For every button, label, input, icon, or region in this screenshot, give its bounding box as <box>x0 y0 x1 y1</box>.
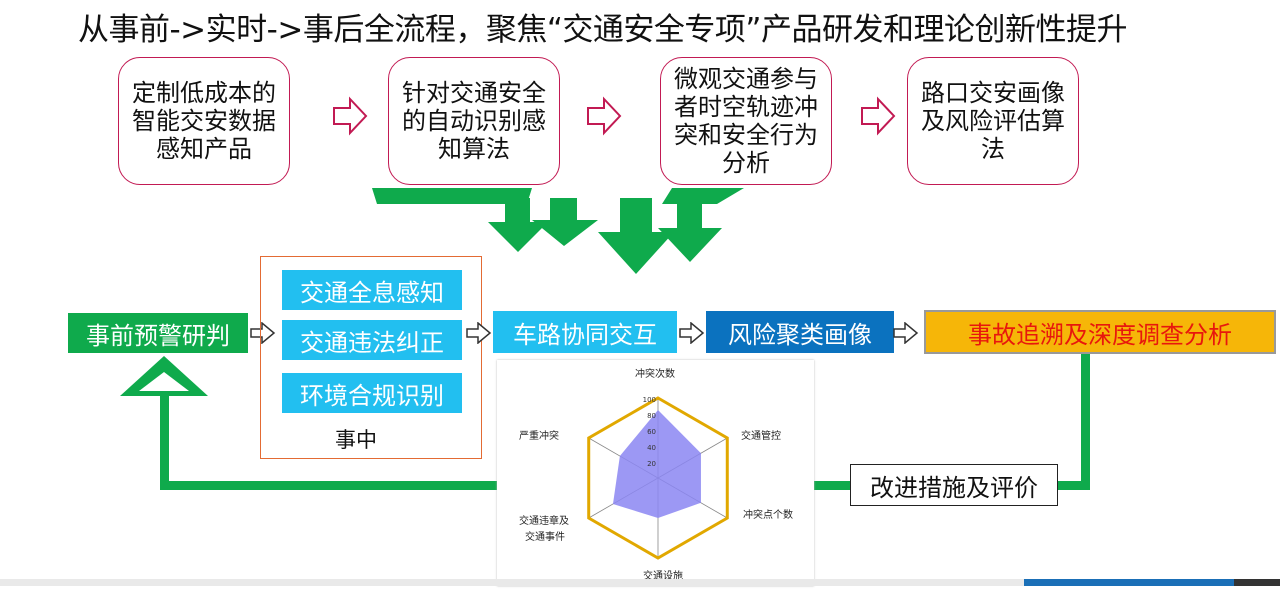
radar-axis-label: 交通管控 <box>741 431 781 442</box>
in-process-frame <box>260 256 482 459</box>
radar-axis-label: 冲突次数 <box>635 369 675 380</box>
radar-chart: 20 40 60 80 100 冲突次数 交通管控 冲突点个数 交通设施 交通违章及 交… <box>497 360 814 586</box>
top-box-sensing-product: 定制低成本的智能交安数据感知产品 <box>118 57 290 185</box>
in-process-label: 事中 <box>335 428 377 452</box>
radar-series-area <box>612 410 701 518</box>
right-arrow-icon <box>679 322 705 344</box>
radar-tick-label: 100 <box>643 396 656 404</box>
right-arrow-icon <box>861 96 896 136</box>
accident-analysis-box: 事故追溯及深度调查分析 <box>924 310 1276 354</box>
radar-axis-label: 冲突点个数 <box>743 510 793 521</box>
radar-axis-label: 交通违章及 <box>519 516 569 527</box>
scrollbar-thumb[interactable] <box>1024 579 1234 586</box>
right-arrow-icon <box>466 322 492 344</box>
scrollbar-end <box>1234 579 1280 586</box>
radar-tick-label: 60 <box>647 428 656 436</box>
holographic-sensing-box: 交通全息感知 <box>280 268 464 312</box>
right-arrow-icon <box>333 96 368 136</box>
radar-tick-label: 80 <box>647 412 656 420</box>
radar-axis-label: 交通设施 <box>643 571 683 582</box>
radar-outer-ring <box>587 396 729 560</box>
top-box-risk-algorithm: 路口交安画像及风险评估算法 <box>907 57 1079 185</box>
right-arrow-icon <box>893 322 919 344</box>
pre-warning-box: 事前预警研判 <box>68 313 248 353</box>
converging-green-arrows <box>372 188 744 274</box>
scrollbar-track[interactable] <box>0 579 1280 586</box>
right-arrow-icon <box>250 322 276 344</box>
radar-axis-label: 严重冲突 <box>519 431 559 442</box>
radar-tick-label: 20 <box>647 460 656 468</box>
radar-axis-label: 交通事件 <box>525 532 565 543</box>
compliance-recognition-box: 环境合规识别 <box>280 371 464 415</box>
radar-tick-label: 40 <box>647 444 656 452</box>
risk-cluster-box: 风险聚类画像 <box>706 311 894 353</box>
page-title: 从事前->实时->事后全流程，聚焦“交通安全专项”产品研发和理论创新性提升 <box>78 12 1127 48</box>
vehicle-road-box: 车路协同交互 <box>493 311 677 353</box>
violation-correction-box: 交通违法纠正 <box>280 318 464 362</box>
right-arrow-icon <box>587 96 622 136</box>
top-box-trajectory-analysis: 微观交通参与者时空轨迹冲突和安全行为分析 <box>660 57 832 185</box>
improvement-box: 改进措施及评价 <box>850 464 1058 506</box>
radar-chart-svg: 20 40 60 80 100 <box>587 396 729 560</box>
top-box-detection-algorithm: 针对交通安全的自动识别感知算法 <box>388 57 560 185</box>
